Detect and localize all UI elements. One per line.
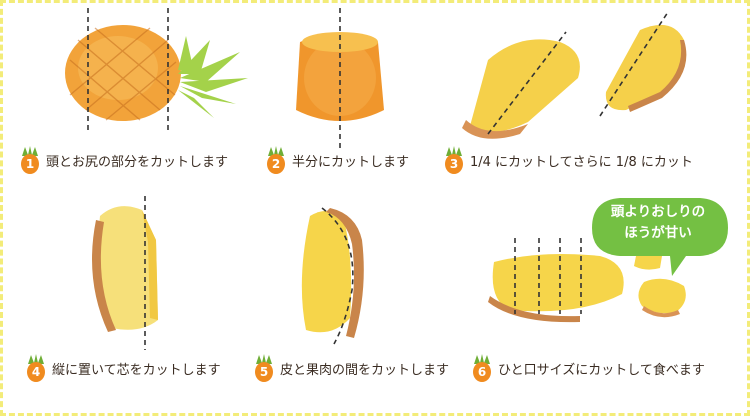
- step-number: 2: [267, 154, 285, 174]
- step-5: 5 皮と果肉の間をカットします: [254, 354, 449, 382]
- leaf-icon: [256, 354, 272, 364]
- step-text: 縦に置いて芯をカットします: [52, 362, 221, 378]
- step-number: 6: [473, 362, 491, 382]
- bite-size-pieces-image: [488, 238, 686, 323]
- bubble-line-1: 頭よりおしりの: [610, 204, 706, 220]
- pineapple-badge-icon: 2: [266, 146, 286, 174]
- step-text: ひと口サイズにカットして食べます: [498, 362, 705, 378]
- step-6: 6 ひと口サイズにカットして食べます: [472, 354, 705, 382]
- step-3: 3 1/4 にカットしてさらに 1/8 にカット: [444, 146, 693, 174]
- step-text: 皮と果肉の間をカットします: [280, 362, 450, 378]
- bubble-text: 頭よりおしりの ほうが甘い: [597, 202, 719, 244]
- bubble-line-2: ほうが甘い: [624, 225, 692, 241]
- step-text: 1/4 にカットしてさらに 1/8 にカット: [470, 154, 693, 170]
- step-4: 4 縦に置いて芯をカットします: [26, 354, 221, 382]
- core-cut-image: [92, 196, 158, 350]
- step-text: 半分にカットします: [292, 154, 410, 170]
- step-1: 1 頭とお尻の部分をカットします: [20, 146, 228, 174]
- pineapple-badge-icon: 3: [444, 146, 464, 174]
- whole-pineapple-image: [65, 8, 248, 132]
- skin-cut-image: [301, 207, 364, 345]
- step-2: 2 半分にカットします: [266, 146, 409, 174]
- step-number: 4: [27, 362, 45, 382]
- quarter-wedges-image: [462, 11, 687, 139]
- pineapple-badge-icon: 1: [20, 146, 40, 174]
- pineapple-badge-icon: 5: [254, 354, 274, 382]
- speech-bubble: [592, 198, 728, 276]
- leaf-icon: [474, 354, 490, 364]
- leaf-icon: [446, 146, 462, 156]
- leaf-icon: [22, 146, 38, 156]
- step-number: 3: [445, 154, 463, 174]
- pineapple-badge-icon: 4: [26, 354, 46, 382]
- pineapple-badge-icon: 6: [472, 354, 492, 382]
- leaf-icon: [268, 146, 284, 156]
- step-text: 頭とお尻の部分をカットします: [46, 154, 229, 170]
- pineapple-body-image: [296, 8, 384, 152]
- step-number: 5: [255, 362, 273, 382]
- step-number: 1: [21, 154, 39, 174]
- leaf-icon: [28, 354, 44, 364]
